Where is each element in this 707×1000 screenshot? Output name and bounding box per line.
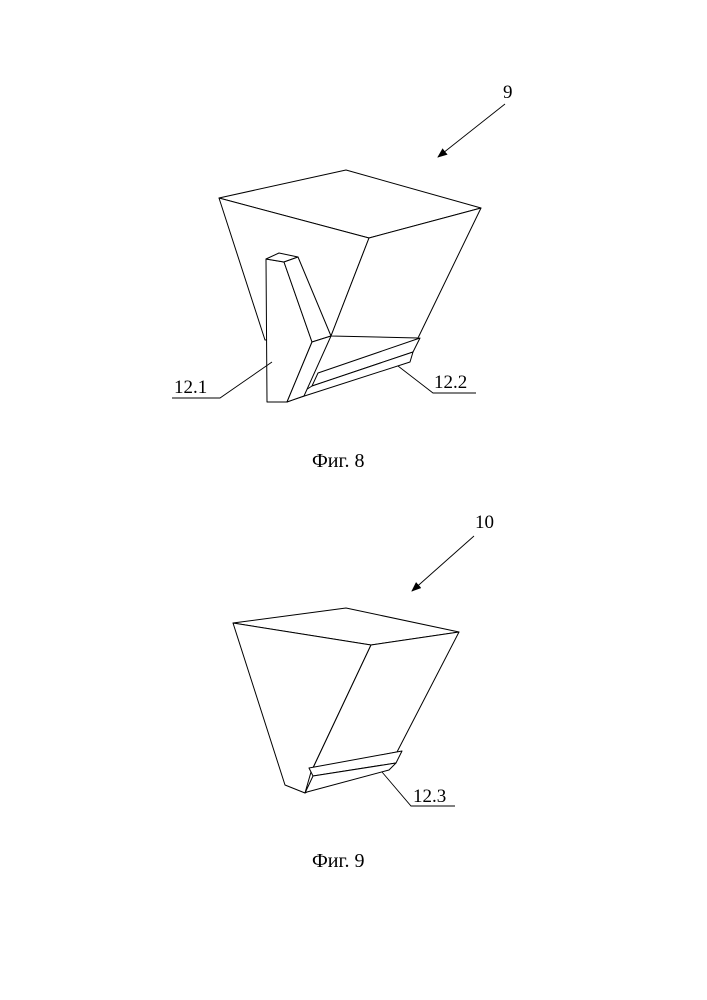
- part-label-12-2: 12.2: [434, 372, 467, 393]
- figure-9: 10 12.3 Фиг. 9: [233, 512, 494, 872]
- figure-9-caption: Фиг. 9: [312, 850, 364, 872]
- part-label-12-1: 12.1: [174, 377, 207, 398]
- ref-arrow-9: [438, 104, 505, 157]
- ref-arrow-10: [412, 536, 474, 591]
- hopper-body-9: [219, 170, 481, 340]
- ref-number-10: 10: [475, 512, 494, 533]
- figure-8: 9 12.1 12.2 Фиг. 8: [172, 82, 513, 472]
- figure-8-caption: Фиг. 8: [312, 450, 364, 472]
- part-label-12-3: 12.3: [413, 786, 446, 807]
- ref-number-9: 9: [503, 82, 513, 103]
